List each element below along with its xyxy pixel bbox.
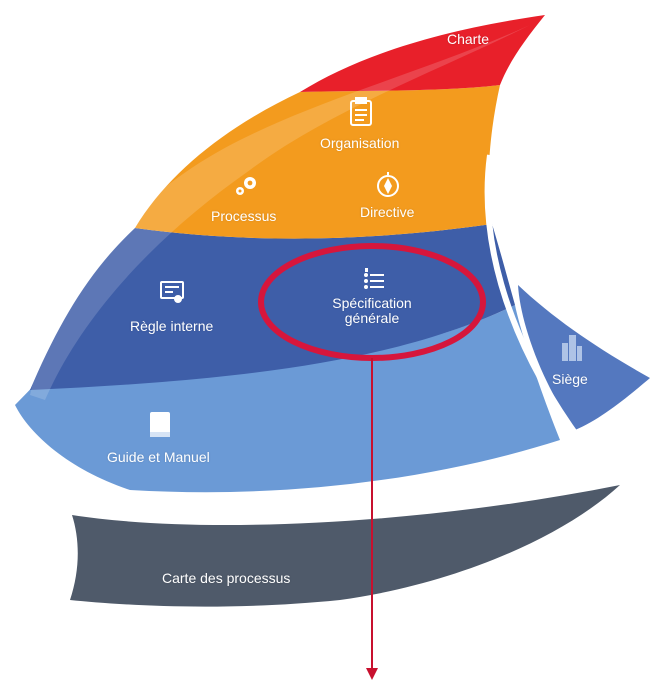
layer-charte bbox=[300, 15, 545, 92]
layer-orange bbox=[135, 85, 500, 239]
label-carte-processus: Carte des processus bbox=[162, 570, 291, 586]
label-regle-interne: Règle interne bbox=[130, 318, 214, 334]
label-specification-generale: Spécification générale bbox=[332, 295, 412, 326]
compass-icon bbox=[377, 172, 399, 197]
layer-siege bbox=[518, 285, 650, 430]
label-charte: Charte bbox=[447, 31, 490, 47]
gears-icon bbox=[236, 177, 256, 195]
clipboard-icon bbox=[350, 97, 372, 126]
separator-curve bbox=[484, 154, 583, 442]
building-icon bbox=[562, 335, 582, 361]
arrow-down-icon bbox=[366, 668, 378, 680]
list-icon bbox=[364, 268, 384, 289]
label-siege: Siège bbox=[552, 371, 588, 387]
layer-carte-processus bbox=[70, 485, 620, 607]
label-organisation: Organisation bbox=[320, 135, 400, 151]
label-directive: Directive bbox=[360, 204, 415, 220]
layer-regle-interne bbox=[30, 224, 515, 390]
certificate-icon bbox=[160, 281, 184, 303]
label-processus: Processus bbox=[211, 208, 277, 224]
book-icon bbox=[150, 412, 170, 437]
label-guide-manuel: Guide et Manuel bbox=[107, 449, 210, 465]
